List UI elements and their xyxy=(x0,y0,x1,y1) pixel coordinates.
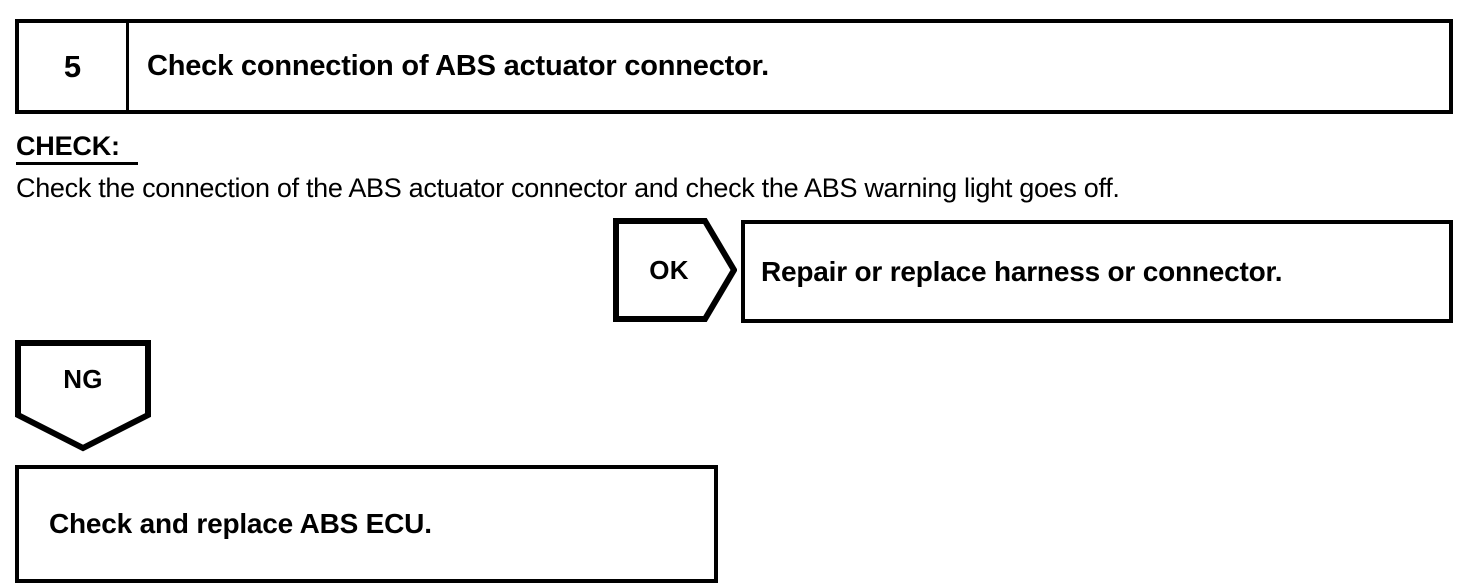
ng-result-box: Check and replace ABS ECU. xyxy=(15,465,718,583)
ok-result-text: Repair or replace harness or connector. xyxy=(761,255,1283,287)
ok-arrow-shape xyxy=(613,218,737,322)
ng-branch-arrow xyxy=(15,340,151,452)
step-title: Check connection of ABS actuator connect… xyxy=(147,50,769,82)
ng-arrow-shape xyxy=(15,340,151,452)
step-number: 5 xyxy=(63,48,82,84)
check-body-text: Check the connection of the ABS actuator… xyxy=(16,173,1120,203)
step-number-cell: 5 xyxy=(19,23,129,110)
ok-branch-arrow xyxy=(613,218,737,322)
step-title-cell: Check connection of ABS actuator connect… xyxy=(129,23,1449,110)
step-header-box: 5 Check connection of ABS actuator conne… xyxy=(15,19,1453,114)
ng-result-text: Check and replace ABS ECU. xyxy=(49,508,432,539)
check-heading: CHECK: xyxy=(16,131,138,166)
ok-result-box: Repair or replace harness or connector. xyxy=(741,220,1453,323)
check-label: CHECK: xyxy=(16,131,138,166)
